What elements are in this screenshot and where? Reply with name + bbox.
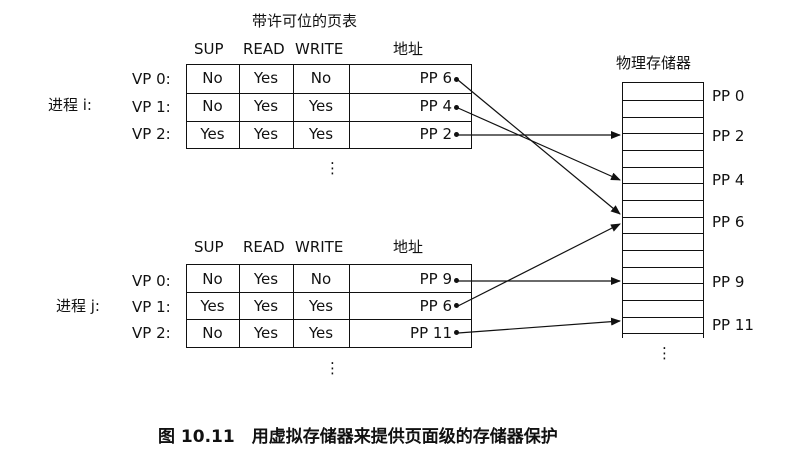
table-cell-read: Yes: [253, 270, 279, 288]
header-read-j: READ: [243, 238, 285, 256]
vp-label: VP 0:: [132, 272, 171, 290]
vp-label: VP 0:: [132, 70, 171, 88]
table-cell-write: No: [310, 270, 332, 288]
arrow-i-vp0-to-pp6: [457, 79, 621, 215]
memory-slot-divider: [622, 300, 704, 301]
vp-label: VP 2:: [132, 125, 171, 143]
memory-slot-divider: [622, 283, 704, 284]
memory-slot-divider: [622, 317, 704, 318]
header-sup-i: SUP: [194, 40, 224, 58]
header-read-i: READ: [243, 40, 285, 58]
vp-label: VP 1:: [132, 98, 171, 116]
process-j-label: 进程 j:: [56, 297, 100, 315]
memory-label-pp11: PP 11: [712, 316, 754, 334]
memory-slot-divider: [622, 333, 704, 334]
table-cell-sup: No: [202, 69, 223, 87]
table-cell-read: Yes: [253, 324, 279, 342]
memory-label-pp0: PP 0: [712, 87, 745, 105]
physical-memory-title: 物理存储器: [616, 54, 692, 72]
table-cell-write: Yes: [308, 324, 334, 342]
table-cell-sup: No: [202, 324, 223, 342]
header-addr-j: 地址: [393, 238, 424, 256]
memory-slot-divider: [622, 250, 704, 251]
table-cell-write: Yes: [308, 97, 334, 115]
header-write-i: WRITE: [295, 40, 344, 58]
memory-label-pp2: PP 2: [712, 127, 745, 145]
table-cell-read: Yes: [253, 125, 279, 143]
pointer-dot: [454, 278, 459, 283]
memory-slot-divider: [622, 117, 704, 118]
table-cell-sup: No: [202, 97, 223, 115]
memory-slot-divider: [622, 200, 704, 201]
arrow-j-vp1-to-pp6: [457, 223, 621, 307]
table-i-ellipsis: ⋮: [325, 159, 340, 177]
table-cell-sup: Yes: [200, 297, 225, 315]
vp-label: VP 2:: [132, 324, 171, 342]
memory-ellipsis: ⋮: [657, 344, 672, 362]
table-cell-addr: PP 6: [419, 69, 452, 87]
pointer-dot: [454, 303, 459, 308]
memory-label-pp6: PP 6: [712, 213, 745, 231]
pointer-dot: [454, 330, 459, 335]
arrow-j-vp2-to-pp11: [457, 317, 621, 334]
table-cell-addr: PP 2: [419, 125, 452, 143]
page-table-title: 带许可位的页表: [252, 12, 358, 30]
process-i-label: 进程 i:: [48, 96, 92, 114]
memory-label-pp9: PP 9: [712, 273, 745, 291]
header-sup-j: SUP: [194, 238, 224, 256]
memory-slot-divider: [622, 100, 704, 101]
physical-memory-block: [622, 82, 704, 338]
table-cell-write: No: [310, 69, 332, 87]
table-cell-write: Yes: [308, 125, 334, 143]
arrow-i-vp1-to-pp4: [457, 107, 621, 181]
header-write-j: WRITE: [295, 238, 344, 256]
table-cell-addr: PP 9: [419, 270, 452, 288]
header-addr-i: 地址: [393, 40, 424, 58]
page-table-j: [186, 264, 472, 348]
vp-label: VP 1:: [132, 298, 171, 316]
table-cell-addr: PP 6: [419, 297, 452, 315]
memory-slot-divider: [622, 183, 704, 184]
memory-slot-divider: [622, 167, 704, 168]
page-table-i: [186, 64, 472, 149]
table-cell-read: Yes: [253, 97, 279, 115]
table-cell-write: Yes: [308, 297, 334, 315]
pointer-dot: [454, 132, 459, 137]
memory-slot-divider: [622, 267, 704, 268]
figure-caption: 图 10.11 用虚拟存储器来提供页面级的存储器保护: [158, 427, 558, 447]
memory-slot-divider: [622, 217, 704, 218]
table-cell-read: Yes: [253, 297, 279, 315]
table-cell-read: Yes: [253, 69, 279, 87]
table-cell-sup: No: [202, 270, 223, 288]
table-cell-addr: PP 11: [410, 324, 452, 342]
table-cell-addr: PP 4: [419, 97, 452, 115]
memory-slot-divider: [622, 133, 704, 134]
table-j-ellipsis: ⋮: [325, 359, 340, 377]
table-cell-sup: Yes: [200, 125, 225, 143]
pointer-dot: [454, 77, 459, 82]
pointer-dot: [454, 105, 459, 110]
memory-slot-divider: [622, 150, 704, 151]
memory-label-pp4: PP 4: [712, 171, 745, 189]
memory-slot-divider: [622, 233, 704, 234]
